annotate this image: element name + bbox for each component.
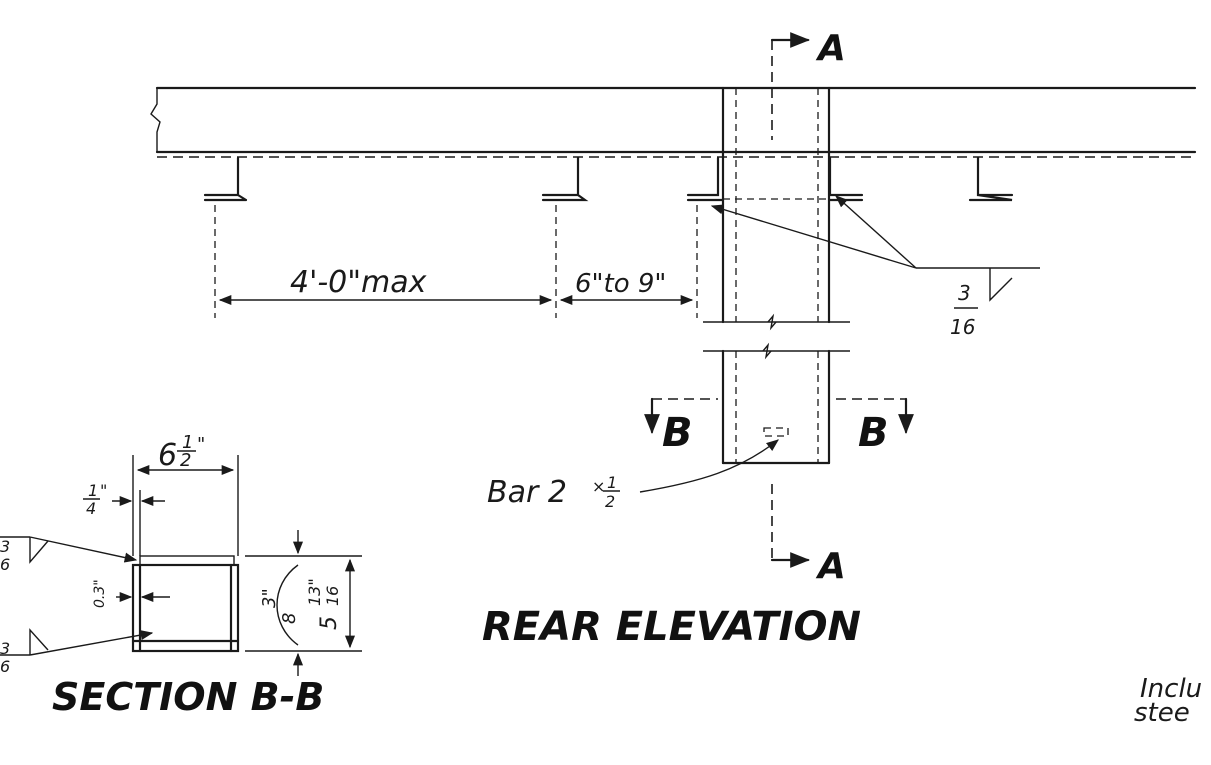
top-plate	[139, 555, 235, 566]
plate-numerator: 1	[88, 481, 98, 500]
bar-label: Bar 2	[487, 475, 567, 510]
width-numerator: 1	[182, 432, 193, 453]
depth-denominator: 16	[323, 586, 342, 606]
inner-depth-denominator: 8	[279, 613, 300, 624]
inner-depth-numerator: 3"	[259, 588, 280, 608]
weld-top-numerator: 3	[0, 537, 10, 556]
note-line-1: Inclu	[1140, 674, 1202, 704]
dimension-spacing-label: 4'-0"max	[290, 265, 427, 300]
width-inch-mark: "	[197, 434, 205, 455]
depth-numerator: 13"	[305, 578, 324, 606]
section-bb: 6 1 2 " 1 4 " 0.3" 3 6 3 6 3"	[0, 432, 362, 719]
weld-bottom-numerator: 3	[0, 639, 10, 658]
depth-whole: 5	[317, 616, 342, 630]
width-whole: 6	[158, 438, 177, 473]
angle-clips	[203, 156, 1014, 202]
section-a-bottom-label: A	[815, 546, 846, 587]
section-a-cut: A A	[770, 28, 846, 587]
bar-size-denominator: 2	[605, 492, 615, 511]
beam-break-mark	[150, 88, 161, 152]
bar-size-numerator: 1	[607, 473, 617, 492]
dimension-offset-label: 6"to 9"	[575, 269, 666, 299]
weld-top-denominator: 6	[0, 555, 10, 574]
section-b-right-label: B	[858, 410, 889, 456]
rear-elevation-title: REAR ELEVATION	[482, 604, 861, 650]
weld-size-denominator: 16	[950, 315, 975, 339]
bar-callout: Bar 2 × 1 2	[487, 439, 779, 511]
web-thickness-label: 0.3"	[92, 579, 108, 608]
note-line-2: stee	[1134, 698, 1190, 728]
width-denominator: 2	[180, 450, 191, 471]
dimensions: 4'-0"max 6"to 9"	[214, 205, 698, 318]
post	[703, 86, 850, 465]
rear-elevation: A A B B 4'-0"max 6"to 9"	[150, 28, 1197, 650]
weld-size-numerator: 3	[958, 281, 971, 305]
plate-inch-mark: "	[100, 481, 107, 500]
section-a-top-label: A	[815, 28, 846, 69]
note: Inclu stee	[1134, 674, 1202, 728]
weld-callout: 3 16	[710, 195, 1040, 339]
section-b-left-label: B	[662, 410, 693, 456]
section-b-cut: B B	[644, 397, 914, 456]
post-section-outline	[131, 563, 240, 653]
bar-times-symbol: ×	[592, 477, 605, 496]
plate-denominator: 4	[86, 499, 96, 518]
section-bb-title: SECTION B-B	[52, 675, 324, 719]
weld-bottom-denominator: 6	[0, 657, 10, 676]
